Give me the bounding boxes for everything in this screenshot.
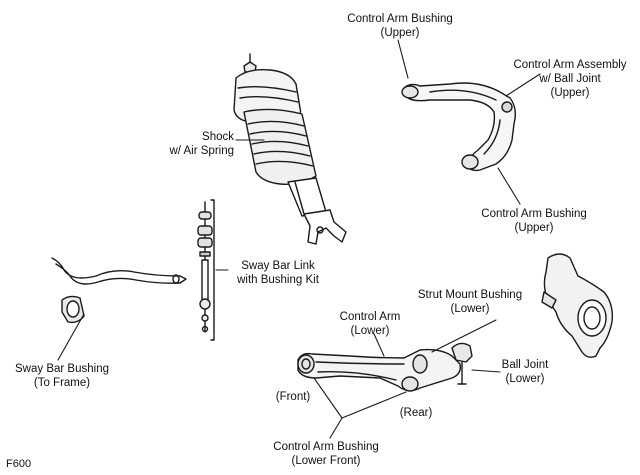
sway-bar-drawing: [51, 257, 187, 285]
label-sway-bar-bushing: Sway Bar Bushing (To Frame): [15, 363, 109, 389]
sway-bar-link-drawing: [197, 199, 215, 341]
sway-bar-bushing-drawing: [61, 295, 85, 324]
label-control-arm-assembly: Control Arm Assembly w/ Ball Joint (Uppe…: [513, 59, 627, 99]
label-control-arm-bushing-lower-front: Control Arm Bushing (Lower Front): [273, 441, 379, 467]
figure-code: F600: [6, 458, 32, 470]
ball-joint-drawing: [451, 342, 473, 385]
label-sway-bar-link: Sway Bar Link with Bushing Kit: [237, 260, 319, 286]
label-shock: Shock w/ Air Spring: [169, 131, 234, 157]
label-control-arm-bushing-upper-bottom: Control Arm Bushing (Upper): [481, 208, 587, 234]
label-front: (Front): [275, 391, 311, 403]
label-ball-joint: Ball Joint (Lower): [501, 359, 549, 385]
shock-air-spring-drawing: [233, 53, 347, 245]
label-strut-mount-bushing: Strut Mount Bushing (Lower): [417, 289, 523, 315]
label-rear: (Rear): [399, 407, 433, 419]
label-control-arm-lower: Control Arm (Lower): [339, 311, 401, 337]
leader-lines: [57, 39, 541, 439]
lower-control-arm-drawing: [297, 348, 462, 392]
steering-knuckle-drawing: [541, 253, 614, 359]
upper-control-arm-drawing: [401, 82, 517, 172]
label-control-arm-bushing-upper-top: Control Arm Bushing (Upper): [347, 13, 453, 39]
